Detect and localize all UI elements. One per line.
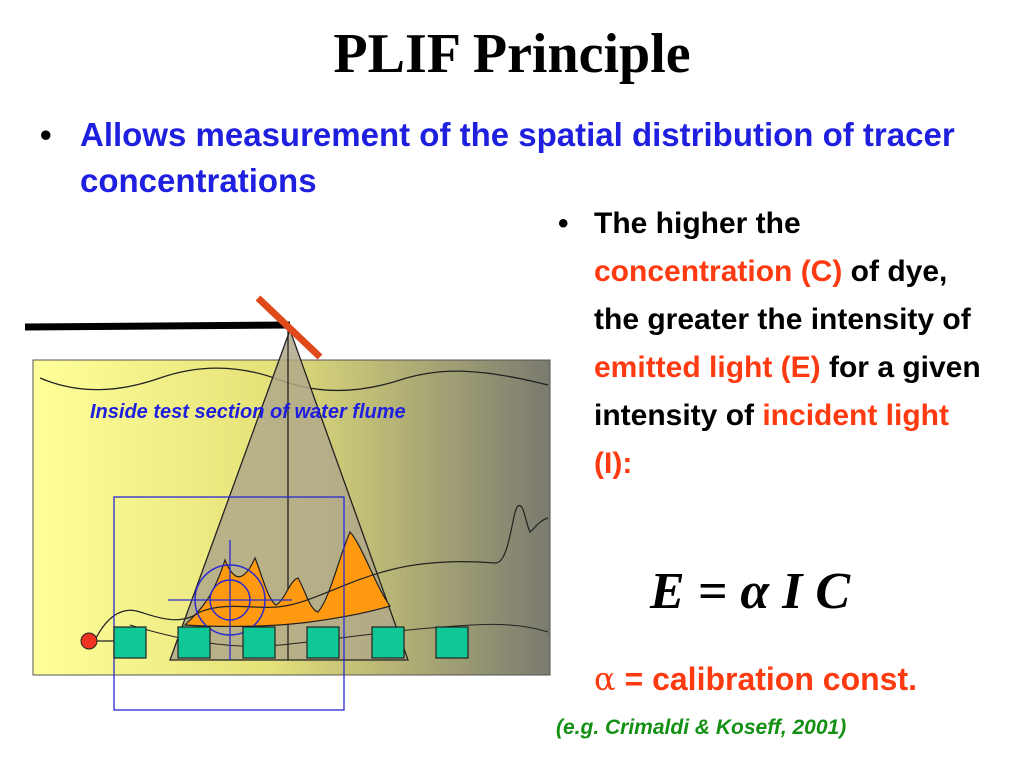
alpha-symbol: α — [594, 660, 616, 698]
measurement-window — [113, 496, 345, 711]
incident-light-term: incident light (I): — [594, 399, 949, 480]
concentration-term: concentration (C) — [594, 255, 843, 288]
side-text-2: of dye, the greater the intensity of — [594, 255, 971, 336]
probe-5 — [371, 626, 405, 659]
bullet-marker: • — [558, 207, 569, 240]
emitted-light-term: emitted light (E) — [594, 351, 821, 384]
probe-3 — [242, 626, 276, 659]
source-dot — [80, 632, 98, 650]
equation: E = α I C — [650, 563, 851, 620]
probe-4 — [306, 626, 340, 659]
plif-diagram: Inside test section of water flume — [24, 295, 551, 711]
probe-1 — [113, 626, 147, 659]
intensity-profile — [94, 505, 549, 641]
citation: (e.g. Crimaldi & Koseff, 2001) — [556, 716, 847, 739]
alpha-definition: α = calibration const. — [594, 660, 917, 698]
side-text-1: The higher the — [594, 207, 801, 240]
laser-beam-bar — [24, 321, 291, 331]
probe-6 — [435, 626, 469, 659]
dye-plume — [183, 530, 391, 628]
side-bullet-text: The higher the concentration (C) of dye,… — [594, 200, 994, 488]
target-crosshair-icon — [168, 540, 292, 660]
alpha-definition-text: = calibration const. — [615, 661, 918, 697]
probe-2 — [177, 626, 211, 659]
slide-title: PLIF Principle — [333, 23, 691, 85]
side-text-3: for a given intensity of — [594, 351, 981, 432]
mirror — [255, 295, 323, 360]
bullet-marker: • — [40, 116, 52, 153]
main-bullet-text: Allows measurement of the spatial distri… — [80, 116, 955, 199]
flume-label: Inside test section of water flume — [90, 401, 406, 423]
